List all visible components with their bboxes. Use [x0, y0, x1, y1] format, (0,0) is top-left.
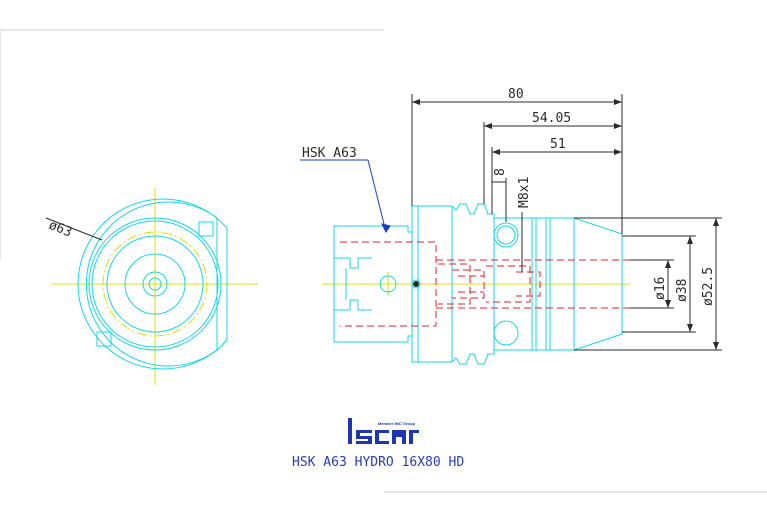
logo-tagline: Member IMC Group: [378, 421, 415, 426]
dimension-arrowheads: [412, 99, 719, 350]
front-view: ø63: [45, 188, 258, 385]
front-diameter-label: ø63: [47, 218, 74, 241]
side-view-dimensions: [411, 94, 722, 351]
front-view-diameter-dimension: [45, 217, 103, 241]
dimension-length-mid: 54.05: [532, 111, 571, 126]
dimension-nose-diameter: ø38: [675, 279, 690, 302]
logo-wordmark: [348, 418, 419, 444]
dimension-body-diameter: ø52.5: [701, 267, 716, 306]
dimension-thread: M8x1: [517, 177, 532, 208]
side-view-hidden-lines: [340, 241, 632, 327]
drawing-title: HSK A63 HYDRO 16X80 HD: [292, 455, 464, 470]
dimension-overall-length: 80: [508, 87, 524, 102]
datum-point-marker: [413, 281, 419, 287]
dimension-length-short: 51: [550, 137, 566, 152]
dimension-length-tiny: 8: [493, 168, 508, 176]
side-view: HSK A63: [300, 87, 722, 365]
company-logo: Member IMC Group: [348, 418, 419, 444]
hsk-callout-leader: [300, 159, 391, 233]
drawing-frame: [0, 29, 767, 493]
front-view-outline: [77, 198, 228, 370]
hsk-callout-label: HSK A63: [302, 146, 357, 161]
dimension-bore-diameter: ø16: [653, 277, 668, 300]
